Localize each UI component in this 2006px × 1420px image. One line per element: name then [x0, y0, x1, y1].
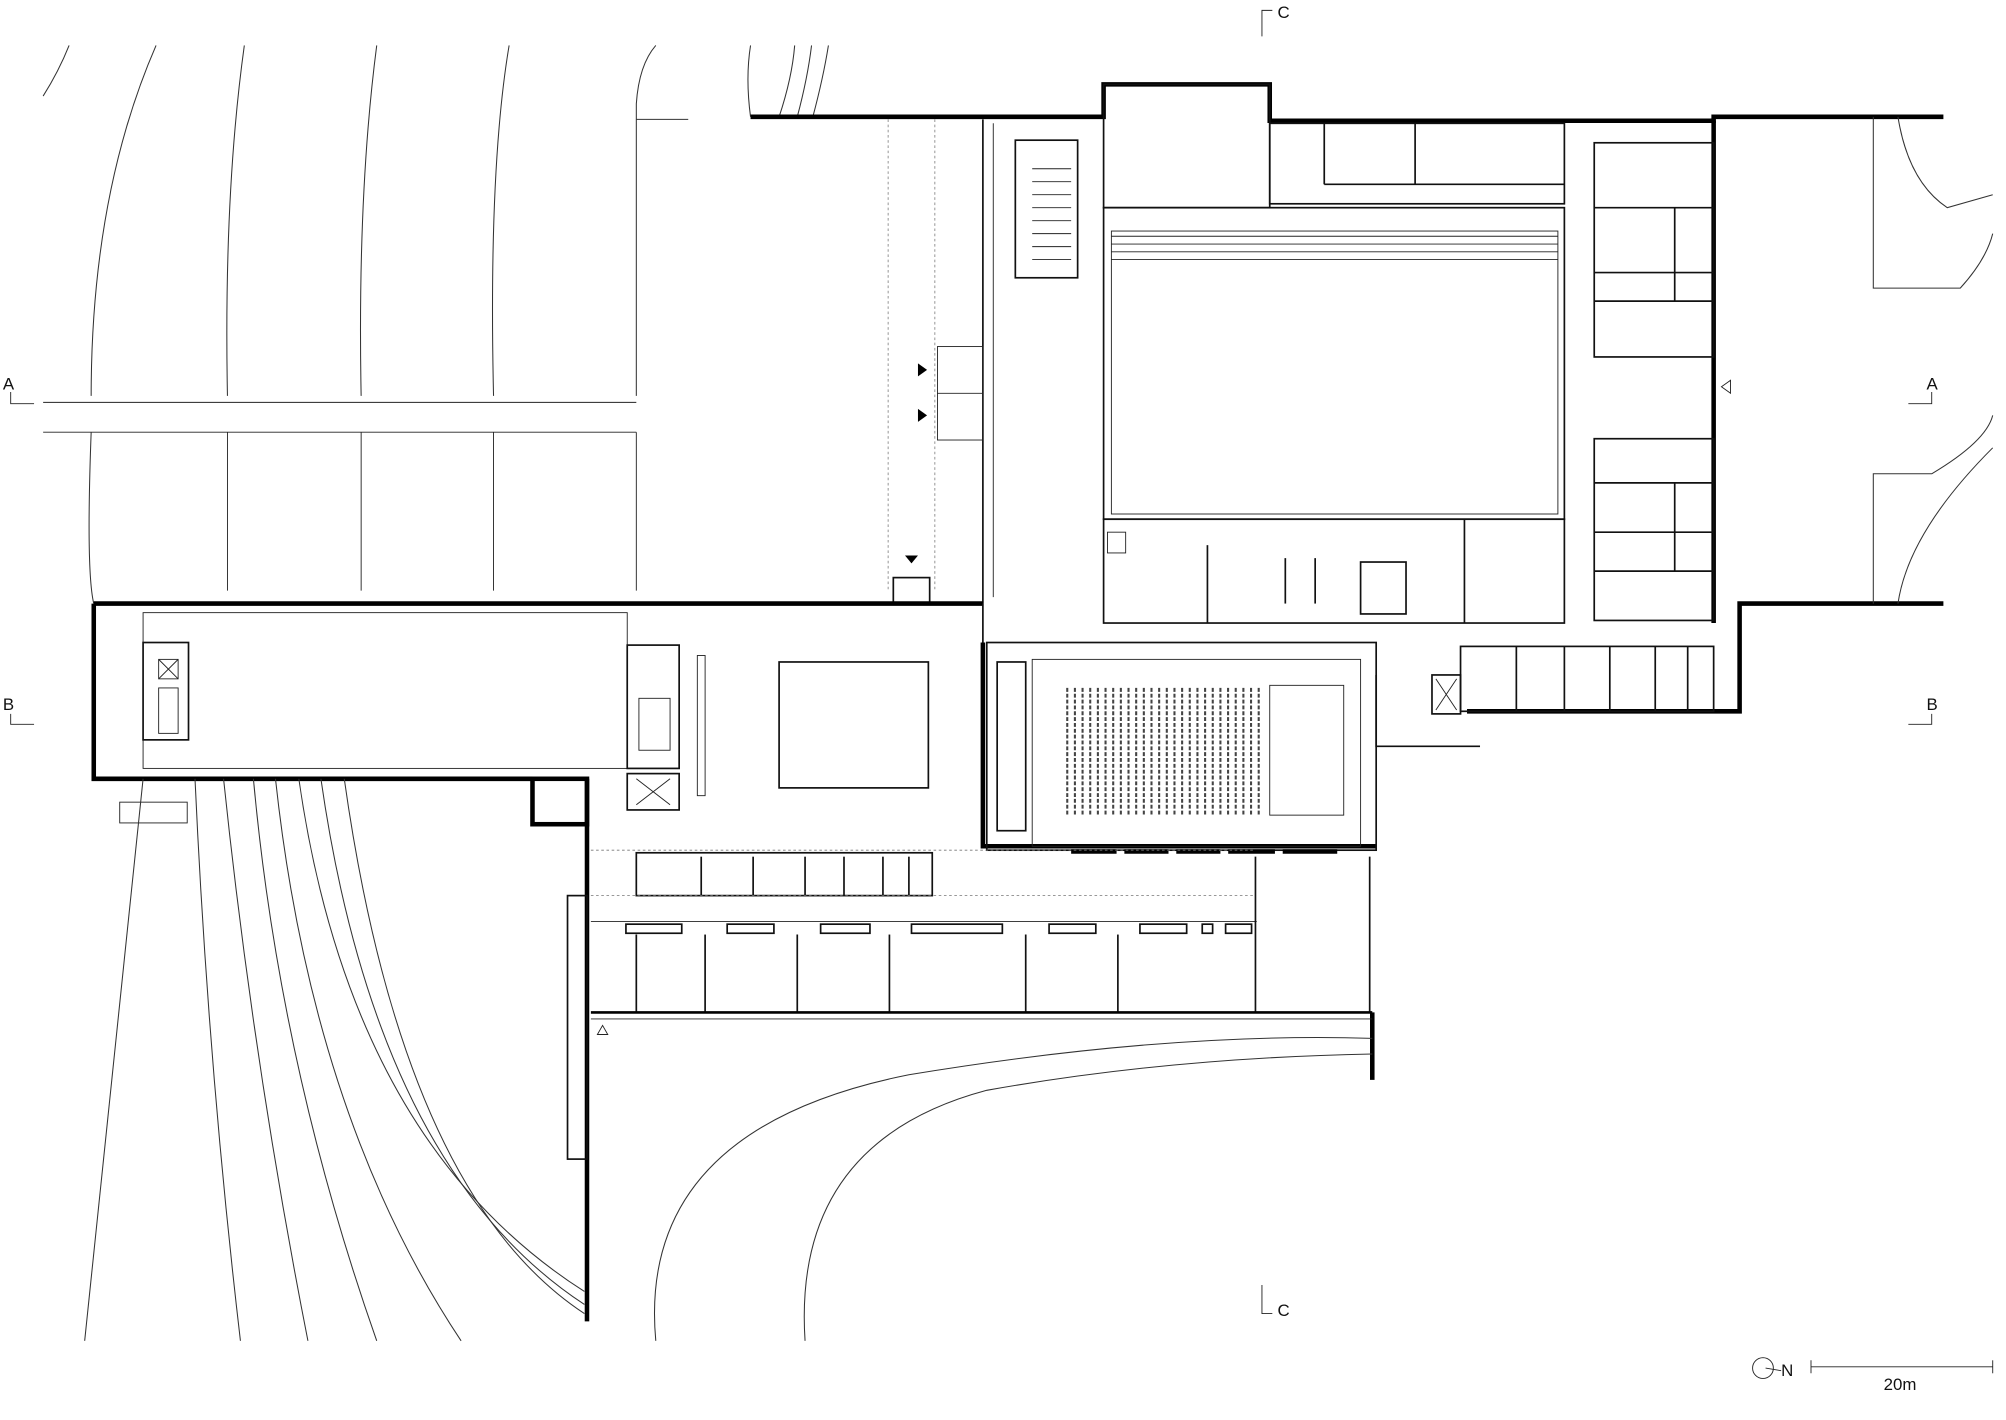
entrance-arrow-icon: [917, 408, 928, 422]
section-marker-b-right: B: [1908, 695, 1938, 725]
east-offices: [1459, 116, 1994, 713]
svg-text:B: B: [3, 695, 14, 714]
svg-text:N: N: [1781, 1361, 1793, 1380]
svg-text:C: C: [1278, 3, 1290, 22]
central-foyer: [626, 603, 984, 811]
sports-hall: [1102, 83, 1566, 624]
svg-text:20m: 20m: [1884, 1375, 1917, 1394]
auditorium: [985, 641, 1481, 854]
svg-text:C: C: [1278, 1301, 1290, 1320]
outer-walls: [91, 82, 1944, 1322]
north-arrow-icon: [1752, 1357, 1774, 1379]
section-marker-c-bottom: C: [1261, 1285, 1290, 1320]
entrance-arrow-icon: [596, 1024, 609, 1035]
entrance-arrow-icon: [1720, 379, 1731, 395]
north-arrow: N: [1752, 1357, 1793, 1380]
scale-bar: 20m: [1810, 1360, 1994, 1394]
section-marker-c-top: C: [1261, 3, 1290, 37]
section-marker-a-left: A: [3, 374, 35, 405]
svg-text:A: A: [3, 374, 15, 393]
terrain-contours-top: [42, 45, 829, 396]
south-wing: [566, 849, 1373, 1160]
terrain-contours-bottom: [84, 778, 1373, 1342]
section-marker-a-right: A: [1908, 374, 1939, 405]
entrance-arrow-icon: [905, 555, 918, 564]
entrance-arrow-icon: [917, 363, 928, 377]
section-marker-b-left: B: [3, 695, 35, 725]
auditorium-seating: [1066, 687, 1260, 816]
entrance-court: [887, 119, 1079, 605]
road: [43, 401, 637, 604]
svg-text:A: A: [1927, 374, 1939, 393]
svg-text:B: B: [1927, 695, 1938, 714]
